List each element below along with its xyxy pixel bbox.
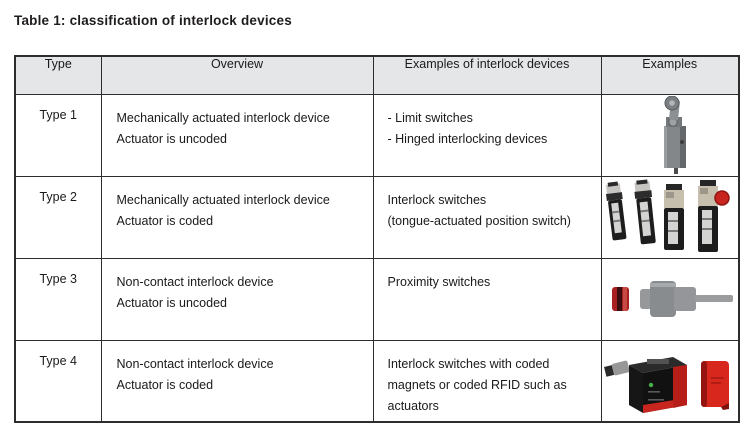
header-type: Type	[14, 55, 102, 95]
examples-devices-cell: Interlock switches (tongue-actuated posi…	[372, 175, 602, 259]
cable-connector	[603, 360, 630, 377]
switch-body	[663, 126, 686, 168]
examples-line: - Hinged interlocking devices	[387, 131, 548, 146]
example-image-cell	[600, 339, 740, 423]
overview-line: Actuator is uncoded	[116, 131, 228, 146]
header-examples-devices: Examples of interlock devices	[372, 55, 602, 95]
overview-line: Actuator is uncoded	[116, 295, 228, 310]
header-examples: Examples	[600, 55, 740, 95]
example-image-cell	[600, 175, 740, 259]
type-cell: Type 1	[14, 93, 102, 177]
interlock-switches-image	[605, 179, 730, 252]
examples-line: Interlock switches with coded	[387, 356, 550, 371]
overview-line: Actuator is coded	[116, 213, 214, 228]
overview-cell: Mechanically actuated interlock device A…	[100, 175, 374, 259]
overview-cell: Non-contact interlock device Actuator is…	[100, 257, 374, 341]
cable	[673, 166, 678, 174]
table-row: Type 1 Mechanically actuated interlock d…	[14, 93, 740, 177]
examples-line: Interlock switches	[387, 192, 487, 207]
table-row: Type 2 Mechanically actuated interlock d…	[14, 175, 740, 259]
type-cell: Type 4	[14, 339, 102, 423]
rfid-switch-body	[628, 356, 687, 413]
examples-line: actuators	[387, 398, 439, 413]
status-led	[648, 382, 653, 387]
interlock-switch-3	[663, 184, 684, 250]
rfid-interlock-image	[603, 356, 729, 413]
overview-line: Non-contact interlock device	[116, 356, 274, 371]
overview-cell: Non-contact interlock device Actuator is…	[100, 339, 374, 423]
table-row: Type 3 Non-contact interlock device Actu…	[14, 257, 740, 341]
examples-devices-cell: Proximity switches	[372, 257, 602, 341]
roller-lever	[664, 96, 680, 121]
examples-line: magnets or coded RFID such as	[387, 377, 567, 392]
examples-devices-cell: - Limit switches - Hinged interlocking d…	[372, 93, 602, 177]
limit-switch-image	[663, 96, 686, 174]
examples-line: (tongue-actuated position switch)	[387, 213, 571, 228]
example-image-cell	[600, 257, 740, 341]
header-overview: Overview	[100, 55, 374, 95]
proximity-switch-image	[611, 281, 733, 317]
overview-cell: Mechanically actuated interlock device A…	[100, 93, 374, 177]
example-image-cell	[600, 93, 740, 177]
magnet-actuator	[611, 287, 629, 311]
table-row: Type 4 Non-contact interlock device Actu…	[14, 339, 740, 423]
type-cell: Type 3	[14, 257, 102, 341]
examples-line: - Limit switches	[387, 110, 473, 125]
interlock-switch-4	[697, 180, 730, 252]
examples-line: Proximity switches	[387, 274, 491, 289]
interlock-switch-1	[605, 181, 627, 241]
red-release-knob	[714, 190, 730, 206]
overview-line: Mechanically actuated interlock device	[116, 192, 330, 207]
proximity-sensor	[639, 281, 733, 317]
overview-line: Actuator is coded	[116, 377, 214, 392]
classification-table: Type Overview Examples of interlock devi…	[14, 55, 740, 423]
sensor-cable	[694, 295, 733, 302]
examples-devices-cell: Interlock switches with coded magnets or…	[372, 339, 602, 423]
interlock-switch-2	[634, 179, 656, 245]
table-title: Table 1: classification of interlock dev…	[14, 13, 292, 28]
rfid-actuator-tag	[700, 360, 729, 410]
overview-line: Mechanically actuated interlock device	[116, 110, 330, 125]
type-cell: Type 2	[14, 175, 102, 259]
header-row: Type Overview Examples of interlock devi…	[14, 55, 740, 95]
overview-line: Non-contact interlock device	[116, 274, 274, 289]
